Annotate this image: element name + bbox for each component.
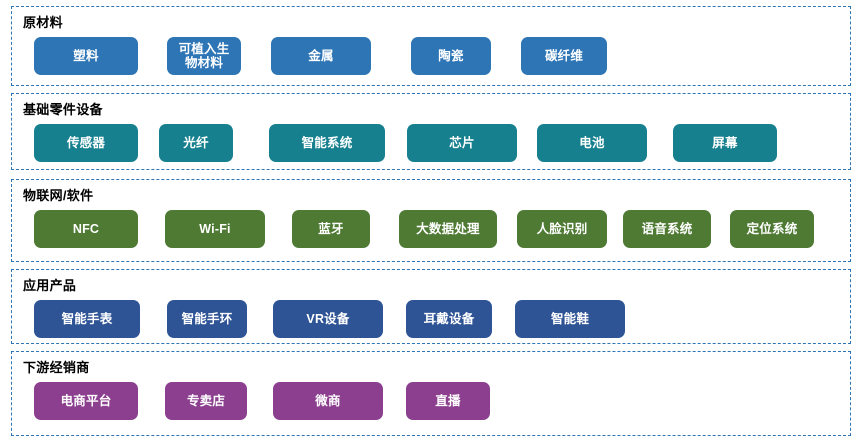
chip-raw-material-0[interactable]: 塑料 — [34, 37, 138, 75]
chip-row-application-products: 智能手表智能手环 VR设备耳戴设备智能鞋 — [12, 300, 850, 340]
section-title-application-products: 应用产品 — [23, 278, 77, 293]
chip-downstream-distributors-2[interactable]: 微商 — [273, 382, 383, 420]
chip-iot-software-1[interactable]: Wi-Fi — [165, 210, 265, 248]
chip-application-products-3[interactable]: 耳戴设备 — [406, 300, 492, 338]
section-basic-components: 基础零件设备传感器光纤智能系统芯片电池屏幕 — [11, 93, 851, 170]
chip-iot-software-6[interactable]: 定位系统 — [730, 210, 814, 248]
chip-application-products-4[interactable]: 智能鞋 — [515, 300, 625, 338]
chip-iot-software-5[interactable]: 语音系统 — [623, 210, 711, 248]
chip-basic-components-2[interactable]: 智能系统 — [269, 124, 385, 162]
chip-iot-software-3[interactable]: 大数据处理 — [399, 210, 497, 248]
chip-application-products-1[interactable]: 智能手环 — [167, 300, 247, 338]
chip-basic-components-0[interactable]: 传感器 — [34, 124, 138, 162]
section-raw-material: 原材料塑料可植入生 物材料金属 陶瓷碳纤维 — [11, 6, 851, 86]
chip-basic-components-3[interactable]: 芯片 — [407, 124, 517, 162]
section-title-basic-components: 基础零件设备 — [23, 102, 103, 117]
chip-raw-material-4[interactable]: 碳纤维 — [521, 37, 607, 75]
chip-row-downstream-distributors: 电商平台专卖店微商直播 — [12, 382, 850, 422]
chip-iot-software-4[interactable]: 人脸识别 — [517, 210, 607, 248]
chip-iot-software-2[interactable]: 蓝牙 — [292, 210, 370, 248]
chip-row-iot-software: NFC Wi-Fi 蓝牙大数据处理人脸识别语音系统定位系统 — [12, 210, 850, 250]
chip-iot-software-0[interactable]: NFC — [34, 210, 138, 248]
section-title-raw-material: 原材料 — [23, 15, 63, 30]
chip-downstream-distributors-1[interactable]: 专卖店 — [165, 382, 247, 420]
section-downstream-distributors: 下游经销商电商平台专卖店微商直播 — [11, 351, 851, 436]
section-title-downstream-distributors: 下游经销商 — [23, 360, 90, 375]
chip-basic-components-1[interactable]: 光纤 — [159, 124, 233, 162]
section-application-products: 应用产品智能手表智能手环 VR设备耳戴设备智能鞋 — [11, 269, 851, 344]
chip-raw-material-1[interactable]: 可植入生 物材料 — [167, 37, 241, 75]
chip-row-basic-components: 传感器光纤智能系统芯片电池屏幕 — [12, 124, 850, 164]
chip-raw-material-3[interactable]: 陶瓷 — [411, 37, 491, 75]
chip-downstream-distributors-0[interactable]: 电商平台 — [34, 382, 138, 420]
chip-basic-components-4[interactable]: 电池 — [537, 124, 647, 162]
chip-basic-components-5[interactable]: 屏幕 — [673, 124, 777, 162]
section-title-iot-software: 物联网/软件 — [23, 188, 94, 203]
chip-raw-material-2[interactable]: 金属 — [271, 37, 371, 75]
chip-row-raw-material: 塑料可植入生 物材料金属 陶瓷碳纤维 — [12, 37, 850, 77]
section-iot-software: 物联网/软件 NFC Wi-Fi 蓝牙大数据处理人脸识别语音系统定位系统 — [11, 179, 851, 262]
chip-application-products-2[interactable]: VR设备 — [273, 300, 383, 338]
chip-downstream-distributors-3[interactable]: 直播 — [406, 382, 490, 420]
chip-application-products-0[interactable]: 智能手表 — [34, 300, 140, 338]
